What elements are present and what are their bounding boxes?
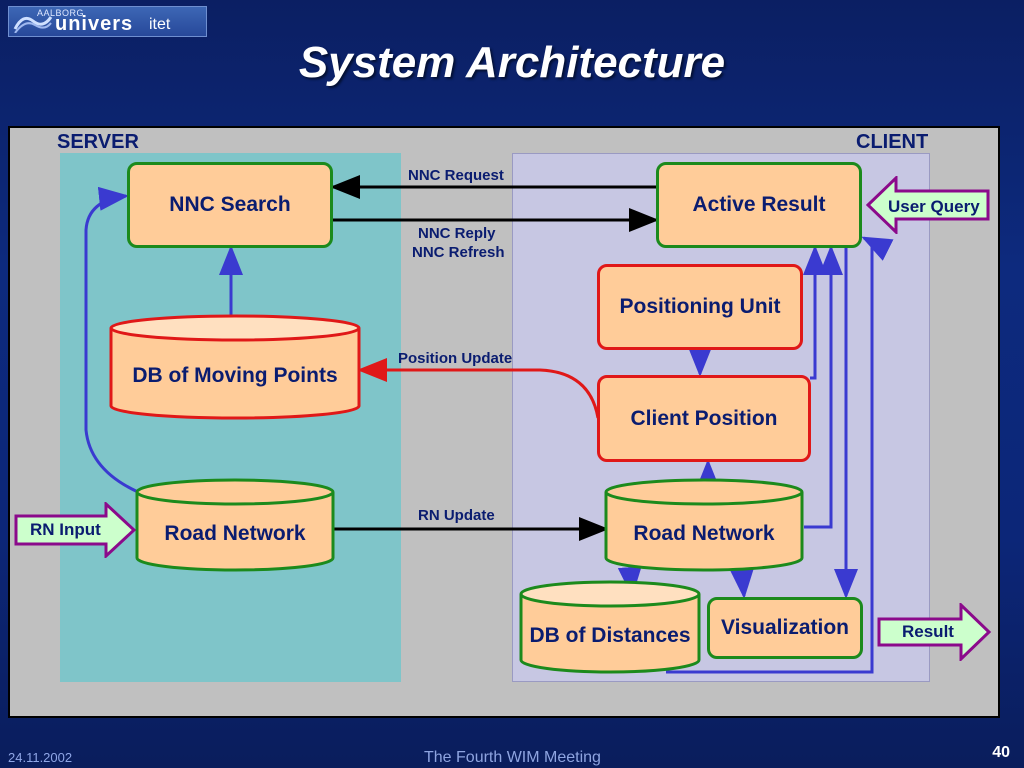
page-number: 40 xyxy=(992,744,1010,761)
logo-main-text: univers xyxy=(55,13,134,35)
active-result-box: Active Result xyxy=(656,162,862,248)
footer-date: 24.11.2002 xyxy=(8,750,73,765)
visualization-box: Visualization xyxy=(707,597,863,659)
client-label: CLIENT xyxy=(856,131,929,153)
db-moving-points-label: DB of Moving Points xyxy=(132,364,338,387)
distances-to-active-arrow xyxy=(666,236,894,674)
road-to-visualization-arrow xyxy=(729,568,754,599)
logo-tail-text: itet xyxy=(149,16,171,33)
user-query-label: User Query xyxy=(888,197,980,216)
position-update-arrow xyxy=(357,358,600,419)
nnc-reply-label: NNC Reply xyxy=(418,225,496,242)
client-position-to-active-arrow xyxy=(803,245,827,380)
logo-wave-icon xyxy=(13,16,53,33)
client-road-network-label: Road Network xyxy=(633,522,775,545)
logo-small-text: AALBORG xyxy=(37,8,85,18)
client-position-box: Client Position xyxy=(597,375,811,462)
server-road-network-cylinder xyxy=(135,478,335,572)
result-label: Result xyxy=(902,622,954,641)
road-to-active-arrow xyxy=(804,245,843,529)
result-arrow-shape xyxy=(877,603,992,661)
footer-event: The Fourth WIM Meeting xyxy=(424,749,601,766)
server-label: SERVER xyxy=(57,131,139,153)
positioning-unit-box: Positioning Unit xyxy=(597,264,803,350)
db-moving-points-cylinder xyxy=(109,314,361,420)
rn-update-label: RN Update xyxy=(418,507,495,524)
slide-title: System Architecture xyxy=(298,38,726,87)
server-road-network-label: Road Network xyxy=(164,522,306,545)
client-road-network-cylinder xyxy=(604,478,804,572)
rn-input-label: RN Input xyxy=(30,520,101,539)
db-distances-cylinder xyxy=(519,580,701,674)
rn-input-arrow-shape xyxy=(14,502,137,558)
nnc-refresh-label: NNC Refresh xyxy=(412,244,505,261)
nnc-request-label: NNC Request xyxy=(408,167,504,184)
road-network-to-nnc-arrow xyxy=(84,186,139,494)
user-query-arrow-shape xyxy=(866,176,990,234)
university-logo: AALBORG univers itet xyxy=(8,6,207,37)
nnc-search-box: NNC Search xyxy=(127,162,333,248)
db-distances-label: DB of Distances xyxy=(529,624,691,647)
position-update-label: Position Update xyxy=(398,350,513,367)
